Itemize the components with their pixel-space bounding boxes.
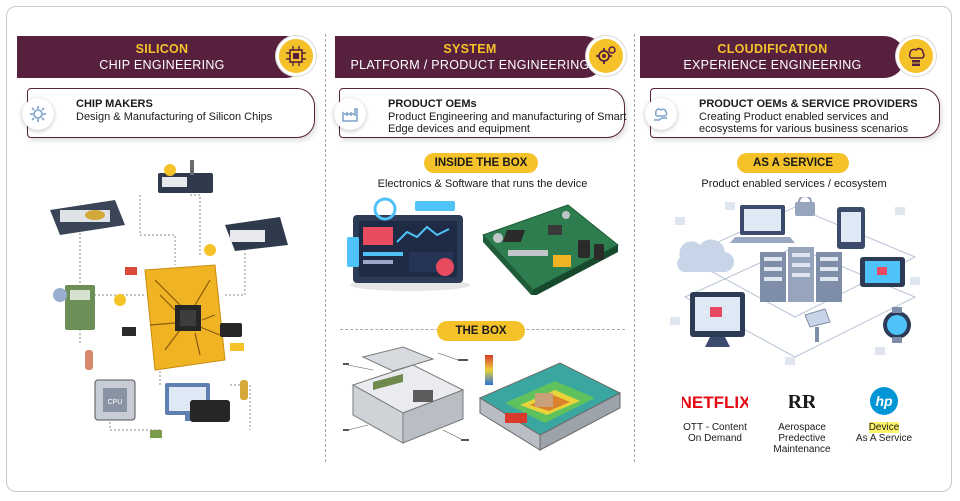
cloud-server-icon	[896, 36, 936, 76]
svg-text:NETFLIX: NETFLIX	[682, 393, 748, 412]
as-a-service-pill: AS A SERVICE	[737, 153, 849, 173]
column-divider-1	[325, 34, 326, 462]
chip-gear-icon	[22, 98, 54, 130]
system-banner: SYSTEM PLATFORM / PRODUCT ENGINEERING	[335, 36, 605, 78]
rolls-royce-logo: RR	[789, 391, 815, 413]
circuit-board-illustration	[482, 204, 619, 295]
chassis-exploded-illustration	[343, 346, 469, 444]
silicon-title: SILICON	[135, 42, 189, 56]
the-box-pill: THE BOX	[437, 321, 525, 341]
service-providers-card: PRODUCT OEMs & SERVICE PROVIDERS Creatin…	[645, 88, 940, 138]
chip-makers-card: CHIP MAKERS Design & Manufacturing of Si…	[22, 88, 315, 138]
cloudification-banner: CLOUDIFICATION EXPERIENCE ENGINEERING	[640, 36, 905, 78]
system-title: SYSTEM	[443, 42, 497, 56]
svg-text:CPU: CPU	[108, 399, 123, 406]
service-providers-title: PRODUCT OEMs & SERVICE PROVIDERS	[699, 98, 918, 110]
product-oems-card: PRODUCT OEMs Product Engineering and man…	[334, 88, 626, 138]
service-providers-desc: Creating Product enabled services and ec…	[699, 111, 909, 135]
inside-the-box-desc: Electronics & Software that runs the dev…	[377, 178, 588, 190]
chip-board-illustration: CPU	[50, 160, 288, 438]
chip-makers-desc: Design & Manufacturing of Silicon Chips	[76, 111, 273, 123]
chip-makers-title: CHIP MAKERS	[76, 98, 153, 110]
inside-the-box-pill: INSIDE THE BOX	[424, 153, 538, 173]
silicon-banner: SILICON CHIP ENGINEERING	[17, 36, 307, 78]
column-divider-2	[634, 34, 635, 462]
thermal-simulation-illustration	[478, 355, 622, 451]
cloud-services-illustration	[670, 197, 920, 365]
product-oems-desc: Product Engineering and manufacturing of…	[388, 111, 627, 135]
netflix-logo: NETFLIX	[682, 393, 748, 412]
product-oems-title: PRODUCT OEMs	[388, 98, 477, 110]
hp-line2: As A Service	[855, 433, 913, 444]
rolls-royce-line2: Predective	[778, 433, 826, 444]
as-a-service-desc: Product enabled services / ecosystem	[701, 178, 887, 190]
software-dashboard-illustration	[347, 197, 470, 291]
system-subtitle: PLATFORM / PRODUCT ENGINEERING	[350, 58, 590, 72]
netflix-line2: On Demand	[688, 433, 742, 444]
cloudification-title: CLOUDIFICATION	[717, 42, 828, 56]
factory-icon	[334, 98, 366, 130]
gears-icon	[586, 36, 626, 76]
svg-text:hp: hp	[875, 393, 893, 409]
cloud-hand-icon	[645, 98, 677, 130]
hp-logo: hp	[870, 387, 898, 415]
svg-text:RR: RR	[789, 391, 815, 413]
cloudification-subtitle: EXPERIENCE ENGINEERING	[683, 58, 862, 72]
hp-line1: Device	[868, 422, 900, 433]
netflix-line1: OTT - Content	[683, 422, 747, 433]
chip-icon	[276, 36, 316, 76]
rolls-royce-line1: Aerospace	[778, 422, 826, 433]
silicon-subtitle: CHIP ENGINEERING	[99, 58, 225, 72]
rolls-royce-line3: Maintenance	[773, 444, 831, 455]
